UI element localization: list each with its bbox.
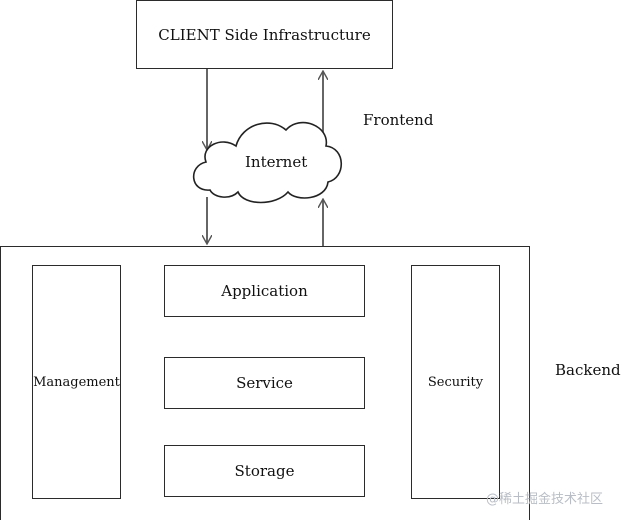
backend-label: Backend	[555, 361, 621, 379]
frontend-label: Frontend	[363, 111, 434, 129]
management-label: Management	[33, 374, 120, 390]
security-box: Security	[411, 265, 500, 499]
storage-label: Storage	[234, 462, 295, 480]
internet-cloud-shape	[192, 121, 342, 204]
watermark-text: @稀土掘金技术社区	[486, 492, 604, 507]
internet-label: Internet	[245, 153, 308, 171]
service-box: Service	[164, 357, 365, 409]
client-side-infrastructure-box: CLIENT Side Infrastructure	[136, 0, 393, 69]
management-box: Management	[32, 265, 121, 499]
application-box: Application	[164, 265, 365, 317]
application-label: Application	[221, 282, 308, 300]
client-box-label: CLIENT Side Infrastructure	[158, 25, 371, 44]
security-label: Security	[427, 374, 484, 390]
storage-box: Storage	[164, 445, 365, 497]
service-label: Service	[236, 374, 293, 392]
